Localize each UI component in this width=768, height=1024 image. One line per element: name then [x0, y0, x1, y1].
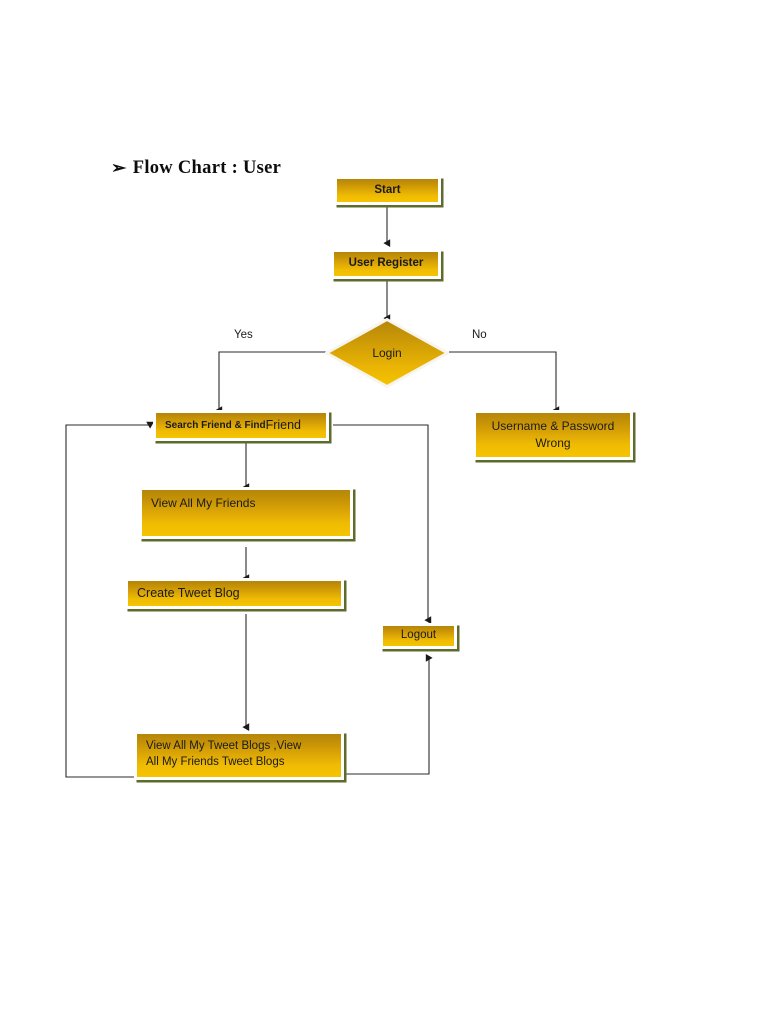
edge-login-yes-search: [215, 351, 327, 415]
node-start[interactable]: Start: [334, 176, 441, 205]
node-view-all-tweet-blogs-label: View All My Tweet Blogs ,View All My Fri…: [146, 740, 302, 768]
node-username-password-wrong-label: Username & Password Wrong: [491, 418, 615, 450]
page-title: ➢ Flow Chart : User: [110, 158, 282, 179]
node-logout-label: Logout: [400, 629, 437, 642]
edge-blogs-logout: [343, 653, 433, 775]
node-create-tweet-blog-label: Create Tweet Blog: [137, 586, 240, 601]
node-view-all-my-friends[interactable]: View All My Friends: [139, 487, 353, 539]
node-start-label: Start: [374, 183, 401, 196]
node-username-password-wrong[interactable]: Username & Password Wrong: [473, 410, 633, 460]
node-create-tweet-blog[interactable]: Create Tweet Blog: [125, 578, 344, 609]
edge-login-no-wrong: [449, 351, 560, 415]
page-title-text: Flow Chart : User: [132, 158, 282, 178]
node-login-decision[interactable]: Login: [325, 318, 449, 388]
node-user-register-label: User Register: [348, 257, 424, 270]
node-search-friend-label-b: Friend: [265, 418, 302, 433]
node-view-all-my-friends-label: View All My Friends: [151, 496, 256, 510]
node-logout[interactable]: Logout: [380, 623, 457, 649]
node-login-label: Login: [372, 346, 402, 360]
node-search-friend[interactable]: Search Friend & Find Friend: [153, 410, 329, 441]
edge-label-no: No: [472, 329, 487, 341]
diamond-shape-icon: [325, 318, 449, 388]
node-view-all-tweet-blogs[interactable]: View All My Tweet Blogs ,View All My Fri…: [134, 731, 344, 780]
node-search-friend-label-a: Search Friend & Find: [165, 419, 266, 431]
edge-label-yes: Yes: [234, 329, 253, 341]
node-user-register[interactable]: User Register: [331, 249, 441, 279]
arrow-bullet-icon: ➢: [110, 160, 127, 177]
